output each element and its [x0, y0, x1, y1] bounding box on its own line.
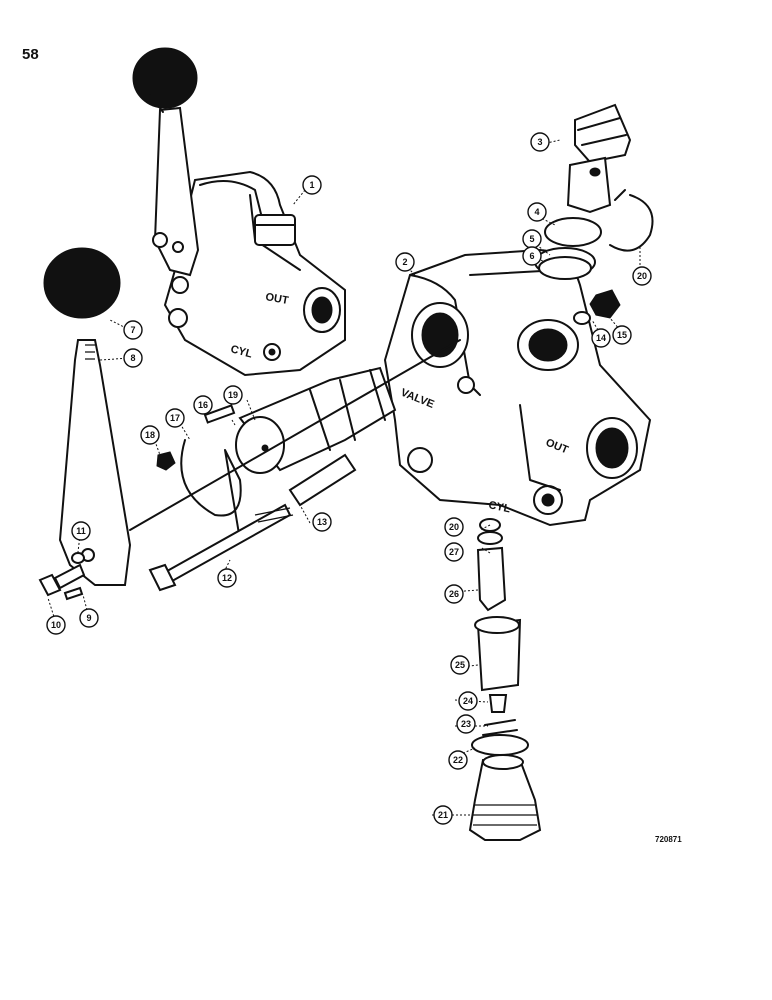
callout-6: 6: [522, 246, 542, 266]
spool-axis: [129, 339, 461, 531]
svg-text:12: 12: [222, 573, 232, 583]
knob-lower: [43, 247, 121, 319]
callout-15: 15: [612, 325, 632, 345]
nut-18: [156, 451, 176, 471]
lever-8: [58, 339, 132, 586]
callout-25: 25: [450, 655, 470, 675]
lower-stack: [468, 518, 542, 841]
svg-text:5: 5: [529, 234, 534, 244]
relief-plug: [566, 103, 632, 214]
callout-8: 8: [123, 348, 143, 368]
callout-27: 27: [444, 542, 464, 562]
svg-text:25: 25: [455, 660, 465, 670]
svg-text:8: 8: [130, 353, 135, 363]
svg-text:10: 10: [51, 620, 61, 630]
o-ring-4: [544, 217, 602, 247]
callout-16: 16: [193, 395, 213, 415]
callout-24: 24: [458, 691, 478, 711]
callout-12: 12: [217, 568, 237, 588]
svg-text:26: 26: [449, 589, 459, 599]
svg-text:19: 19: [228, 390, 238, 400]
svg-text:14: 14: [596, 333, 606, 343]
assembled-valve: OUT CYL: [132, 47, 346, 377]
svg-text:4: 4: [534, 207, 539, 217]
callout-2: 2: [395, 252, 415, 272]
svg-text:9: 9: [86, 613, 91, 623]
callout-17: 17: [165, 408, 185, 428]
body-label-cyl: CYL: [229, 343, 254, 360]
snap-ring-20: [609, 189, 654, 252]
callout-19: 19: [223, 385, 243, 405]
svg-text:15: 15: [617, 330, 627, 340]
svg-text:17: 17: [170, 413, 180, 423]
callout-20: 20: [632, 266, 652, 286]
svg-text:23: 23: [461, 719, 471, 729]
body-label-out: OUT: [264, 291, 289, 307]
callout-26: 26: [444, 584, 464, 604]
pin-9: [63, 586, 84, 601]
svg-text:16: 16: [198, 400, 208, 410]
svg-text:11: 11: [76, 526, 86, 536]
washer-14: [573, 311, 591, 325]
svg-text:21: 21: [438, 810, 448, 820]
svg-text:2: 2: [402, 257, 407, 267]
callout-21: 21: [433, 805, 453, 825]
callout-1: 1: [302, 175, 322, 195]
callout-14: 14: [591, 328, 611, 348]
callout-18: 18: [140, 425, 160, 445]
bolt-16: [203, 404, 236, 424]
page-number: 58: [22, 46, 39, 63]
callout-9: 9: [79, 608, 99, 628]
callout-13: 13: [312, 512, 332, 532]
callout-11: 11: [71, 521, 91, 541]
svg-text:3: 3: [537, 137, 542, 147]
callout-23: 23: [456, 714, 476, 734]
svg-text:18: 18: [145, 430, 155, 440]
body-label-cyl-main: CYL: [487, 499, 511, 515]
washer-11: [71, 552, 85, 564]
callout-5: 5: [522, 229, 542, 249]
callout-3: 3: [530, 132, 550, 152]
callout-10: 10: [46, 615, 66, 635]
sleeve-13: [288, 453, 357, 507]
svg-text:24: 24: [463, 696, 473, 706]
bracket-17: [180, 439, 242, 541]
svg-text:22: 22: [453, 755, 463, 765]
svg-text:1: 1: [309, 180, 314, 190]
nut-15: [589, 289, 621, 319]
callout-7: 7: [123, 320, 143, 340]
knob-upper: [132, 47, 198, 109]
spool: [235, 366, 397, 474]
svg-text:27: 27: [449, 547, 459, 557]
bolt-10: [38, 573, 62, 597]
callout-22: 22: [448, 750, 468, 770]
drawing-id: 720871: [655, 835, 682, 844]
svg-text:20: 20: [637, 271, 647, 281]
svg-text:13: 13: [317, 517, 327, 527]
svg-text:6: 6: [529, 251, 534, 261]
svg-text:7: 7: [130, 325, 135, 335]
svg-text:20: 20: [449, 522, 459, 532]
seal-6: [538, 256, 592, 280]
callout-20b: 20: [444, 517, 464, 537]
callout-4: 4: [527, 202, 547, 222]
